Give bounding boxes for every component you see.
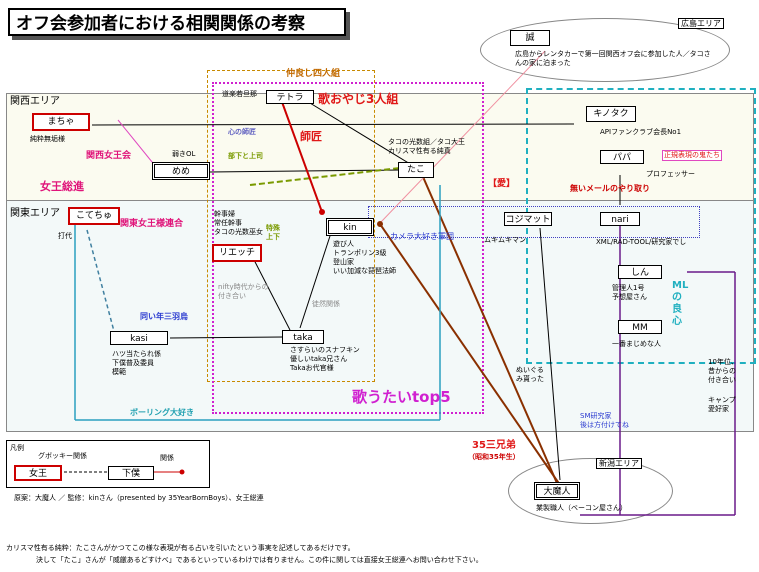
- note-tetora: 道楽若旦那: [222, 90, 257, 98]
- note-machan: 純粋無垢様: [30, 135, 65, 143]
- legend-kankei: 関係: [160, 454, 174, 462]
- bowling-label: ボーリング大好き: [130, 408, 194, 417]
- credits: 原案：大魔人 ／ 監修：kinさん（presented by 35YearBor…: [14, 494, 264, 502]
- note-riecchi-1: 幹事婦: [214, 210, 235, 218]
- hiroshima-area-label: 広島エリア: [678, 18, 724, 29]
- note-makotoyan: 広島からレンタカーで第一回関西オフ会に参加した人／タコさんの家に泊まった: [515, 50, 711, 67]
- fuki-label: 無いメールのやり取り: [570, 184, 650, 193]
- node-riecchi[interactable]: リエッチ: [212, 244, 262, 262]
- legend-geboku: 下僕: [108, 466, 154, 480]
- node-machan[interactable]: まちゃ: [32, 113, 90, 131]
- node-daimajin[interactable]: 大魔人: [534, 482, 580, 500]
- node-meme[interactable]: めめ: [152, 162, 210, 180]
- page-title: オフ会参加者における相関関係の考察: [8, 8, 346, 36]
- node-kin[interactable]: kin: [326, 218, 374, 236]
- note-tsubame: 打代: [58, 232, 72, 240]
- node-nari[interactable]: nari: [600, 212, 640, 226]
- kanto-joou-label: 関東女王様連合: [120, 219, 184, 229]
- note-riecchi-3: タコの光数巫女: [214, 228, 263, 236]
- note-camp: キャンプ 愛好家: [708, 396, 736, 413]
- kansai-area-label: 関西エリア: [10, 96, 60, 107]
- node-shin[interactable]: しん: [618, 265, 662, 279]
- tokui-label: 特殊上下: [266, 224, 280, 241]
- ryoshin-label: ML の良心: [672, 280, 689, 327]
- shisyo-label: 師匠: [300, 130, 322, 143]
- node-kasi[interactable]: kasi: [110, 331, 168, 345]
- kanto-area-label: 関東エリア: [10, 208, 60, 219]
- nakayoshi-label: 仲良し四人組: [286, 69, 341, 79]
- nakayoshi-group-region: [207, 70, 375, 382]
- note-tako: タコの光数組／タコ大王 カリスマ性有る純真: [388, 138, 465, 155]
- joou-soshin-label: 女王総進: [40, 180, 84, 193]
- legend-title: 凡例: [10, 444, 24, 452]
- note-meme: 弱きOL: [172, 150, 196, 158]
- note-nari: XML/RAD-TOOL/研究家でし: [596, 238, 687, 246]
- note-kojimatto: ムキムキマン: [484, 236, 526, 244]
- note-nifty: nifty時代からの付き合い: [218, 283, 269, 300]
- footer-line-1: カリスマ性有る純粋：たこさんがかつてこの様な表現が有る占いを引いたという事実を記…: [6, 544, 355, 552]
- note-papa: プロフェッサー: [646, 170, 695, 178]
- node-tetora[interactable]: テトラ: [266, 90, 314, 104]
- legend-gubokki: グボッキー関係: [38, 452, 87, 460]
- node-kinotaku[interactable]: キノタク: [586, 106, 636, 122]
- utaoyaji-label: 歌おやじ3人組: [318, 92, 399, 106]
- footer-line-2: 決して「たこ」さんが「威厳あるどすけべ」であるといっているわけでは有りません。こ…: [36, 556, 483, 564]
- node-mm[interactable]: MM: [618, 320, 662, 334]
- note-kasi: ハツ当たられ係 下僕普及委員 模範: [112, 350, 161, 376]
- kansai-joou-label: 関西女王会: [86, 151, 132, 161]
- niigata-area-label: 新潟エリア: [596, 458, 642, 469]
- node-makotoyan[interactable]: 誠: [510, 30, 550, 46]
- note-sanjugo: 35三兄弟: [472, 440, 516, 451]
- note-showa: （昭和35年生）: [468, 453, 520, 461]
- note-daimajin: 業製職人（ベーコン屋さん）: [536, 504, 627, 512]
- node-taka[interactable]: taka: [282, 330, 324, 344]
- kanto-area-region: [6, 200, 754, 432]
- ryoshin-group-region: [526, 88, 756, 364]
- onaidoshi-label: 同い年三羽烏: [140, 312, 188, 321]
- node-kotechu[interactable]: こてちゅ: [68, 207, 120, 225]
- camera-label: カメラ大好き軍団: [390, 232, 454, 241]
- note-mm: 一番まじめな人: [612, 340, 661, 348]
- note-sm: SM研究家 後は方付けてね: [580, 412, 629, 429]
- seiki-label: 正規表現の鬼たち: [662, 150, 722, 161]
- note-tokeikyo: 徒然関係: [312, 300, 340, 308]
- top5-label: 歌うたいtop5: [352, 388, 451, 406]
- node-kojimatto[interactable]: コジマット: [504, 212, 552, 226]
- note-ten: 10年位、 昔からの 付き合い: [708, 358, 738, 384]
- note-taka: さすらいのスナフキン 優しいtaka兄さん Takaお代官様: [290, 346, 360, 372]
- ai-label: 【愛】: [488, 179, 516, 189]
- note-shin: 管理人1号 予想屋さん: [612, 284, 647, 301]
- note-kinotaku: APIファンクラブ会長No1: [600, 128, 682, 136]
- kokoro-label: 心の師匠: [228, 128, 256, 136]
- note-kin: 遊び人 トランポリン3級 登山家 いい加減な琵琶法師: [333, 240, 396, 275]
- buka-label: 部下と上司: [228, 152, 263, 160]
- note-riecchi-2: 常任幹事: [214, 219, 242, 227]
- node-papa[interactable]: パパ: [600, 150, 644, 164]
- node-tako[interactable]: たこ: [398, 162, 434, 178]
- legend-joou: 女王: [14, 465, 62, 481]
- note-nuigurumi: ぬいぐるみ貰った: [516, 366, 544, 383]
